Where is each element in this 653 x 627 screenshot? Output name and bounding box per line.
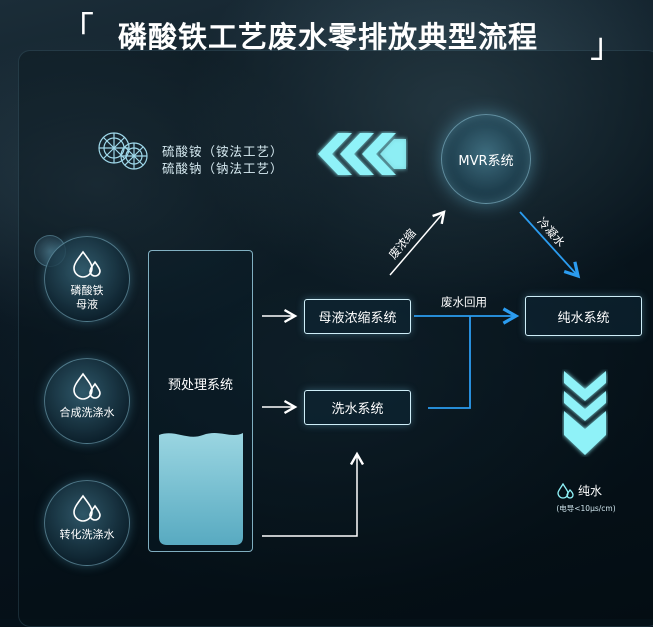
source-label-line: 母液: [76, 298, 98, 311]
source-label: 转化洗涤水: [59, 528, 115, 541]
tank-icon: [159, 433, 243, 545]
water-drops-icon: [73, 494, 101, 522]
page-title: 磷酸铁工艺废水零排放典型流程: [117, 20, 538, 54]
pure-water-output: 纯水: [556, 482, 602, 499]
mvr-label: MVR系统: [458, 153, 514, 169]
source-synthesis-wash-water: 合成洗涤水: [44, 358, 130, 444]
source-mother-liquor: 磷酸铁 母液: [44, 236, 130, 322]
title-bracket-close: 」: [590, 26, 624, 66]
source-conversion-wash-water: 转化洗涤水: [44, 480, 130, 566]
mvr-system-node: MVR系统: [441, 114, 531, 204]
legend-sodium-sulfate: 硫酸钠（钠法工艺）: [162, 161, 284, 176]
water-drops-icon: [73, 250, 101, 278]
pure-water-label: 纯水: [578, 484, 603, 498]
crystal-gear-icon: [98, 132, 148, 170]
conductivity-note: (电导<10μs/cm): [556, 504, 616, 513]
water-drops-icon: [557, 482, 574, 499]
mother-liquor-concentration-system: 母液浓缩系统: [304, 299, 411, 334]
chevron-left-icon: [318, 133, 406, 175]
pure-water-system: 纯水系统: [525, 296, 642, 336]
source-label-line: 磷酸铁: [70, 284, 104, 297]
source-label: 磷酸铁 母液: [71, 284, 104, 312]
title-bracket-open: 「: [60, 10, 94, 50]
washing-water-system: 洗水系统: [304, 390, 411, 425]
chevron-down-icon: [564, 371, 606, 455]
source-label: 合成洗涤水: [59, 406, 115, 419]
water-drops-icon: [73, 372, 101, 400]
pretreatment-label: 预处理系统: [167, 378, 233, 393]
flow-label-reuse: 废水回用: [441, 295, 487, 309]
legend-ammonium-sulfate: 硫酸铵（铵法工艺）: [162, 144, 284, 159]
pretreatment-system: 预处理系统: [148, 250, 253, 552]
header: 「 磷酸铁工艺废水零排放典型流程 」: [0, 0, 653, 66]
